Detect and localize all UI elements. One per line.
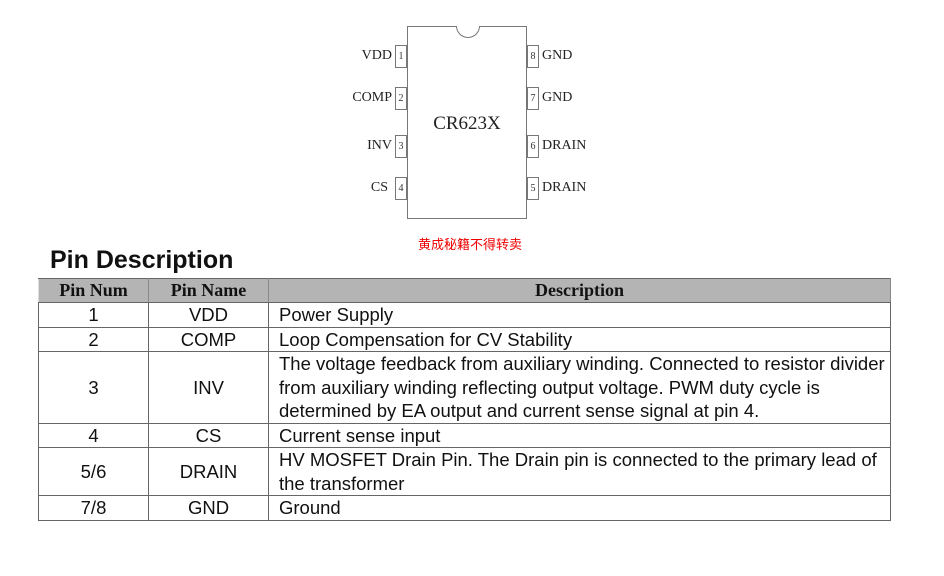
pin-num: 4: [38, 422, 149, 448]
table-header-row: Pin Num Pin Name Description: [38, 278, 891, 303]
pin-num: 7/8: [38, 495, 149, 521]
pin-box-3: 3: [395, 135, 407, 158]
pin-box-5: 5: [527, 177, 539, 200]
pin-name: DRAIN: [148, 447, 269, 496]
pin-name: GND: [148, 495, 269, 521]
pin-num: 3: [38, 351, 149, 424]
chip-notch: [456, 26, 480, 38]
header-pin-name: Pin Name: [148, 278, 269, 303]
header-pin-num: Pin Num: [38, 278, 149, 303]
pin-box-6: 6: [527, 135, 539, 158]
watermark: 黄成秘籍不得转卖: [417, 238, 522, 253]
pin-label-6: DRAIN: [542, 138, 587, 153]
pin-desc: Loop Compensation for CV Stability: [268, 326, 891, 352]
pin-label-1: VDD: [361, 48, 392, 63]
pin-name: CS: [148, 422, 269, 448]
section-title: Pin Description: [50, 246, 234, 274]
pin-box-1: 1: [395, 45, 407, 68]
pin-label-4: CS: [370, 180, 388, 195]
pin-label-2: COMP: [352, 90, 392, 105]
pin-label-3: INV: [367, 138, 392, 153]
pin-name: INV: [148, 351, 269, 424]
pin-desc: Power Supply: [268, 302, 891, 328]
pin-label-7: GND: [542, 90, 573, 105]
pin-box-4: 4: [395, 177, 407, 200]
pin-label-8: GND: [542, 48, 573, 63]
pin-num: 1: [38, 302, 149, 328]
chip-body: CR623X: [407, 26, 527, 219]
pin-box-2: 2: [395, 87, 407, 110]
pin-desc: Ground: [268, 495, 891, 521]
chip-name: CR623X: [433, 113, 501, 134]
pin-name: VDD: [148, 302, 269, 328]
pin-desc: HV MOSFET Drain Pin. The Drain pin is co…: [268, 447, 891, 496]
pin-desc: The voltage feedback from auxiliary wind…: [268, 351, 891, 424]
header-description: Description: [268, 278, 891, 303]
pin-num: 5/6: [38, 447, 149, 496]
pin-name: COMP: [148, 326, 269, 352]
pin-box-7: 7: [527, 87, 539, 110]
pin-label-5: DRAIN: [542, 180, 587, 195]
pin-num: 2: [38, 326, 149, 352]
pin-desc: Current sense input: [268, 422, 891, 448]
pin-box-8: 8: [527, 45, 539, 68]
